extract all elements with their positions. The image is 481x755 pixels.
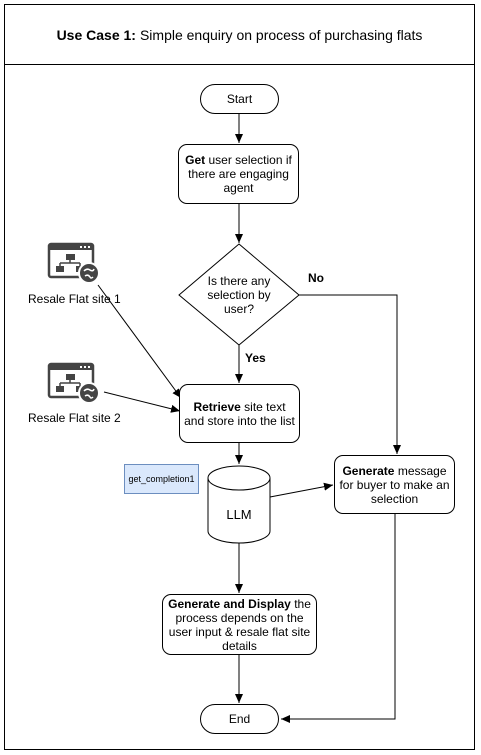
site-2-label: Resale Flat site 2 [28, 411, 121, 425]
get-completion-label: get_completion1 [128, 474, 195, 484]
generate-message-text: Generate message for buyer to make an se… [339, 463, 450, 506]
decision-text: Is there any selection by user? [196, 274, 282, 316]
edge-decision-no [299, 294, 401, 454]
get-selection-text: Get user selection if there are engaging… [185, 153, 292, 195]
edge-llm-generate-msg [269, 482, 334, 498]
end-node: End [200, 704, 279, 734]
generate-message-node: Generate message for buyer to make an se… [334, 455, 455, 514]
generate-display-node: Generate and Display the process depends… [162, 594, 317, 655]
sitemap-web-icon [47, 362, 100, 404]
edge-site1-retrieve [97, 284, 182, 399]
llm-node: LLM [208, 500, 270, 530]
decision-diamond [178, 243, 300, 346]
get-completion-tag: get_completion1 [124, 464, 199, 494]
sitemap-web-icon [47, 242, 100, 284]
start-node: Start [200, 84, 279, 114]
edge-label-yes: Yes [245, 351, 266, 365]
title-bold: Use Case 1: [56, 26, 136, 43]
title-text: Simple enquiry on process of purchasing … [139, 26, 423, 43]
retrieve-text: Retrieve site text and store into the li… [184, 399, 295, 428]
retrieve-node: Retrieve site text and store into the li… [179, 384, 300, 443]
edge-label-no: No [308, 271, 324, 285]
decision-label: Is there any selection by user? [207, 274, 271, 316]
edge-site2-retrieve [103, 391, 181, 413]
llm-database-icon [207, 465, 271, 544]
end-label: End [228, 712, 251, 726]
generate-display-text: Generate and Display the process depends… [168, 596, 311, 653]
edge-generate-msg-end [281, 514, 396, 723]
site-1-label: Resale Flat site 1 [28, 292, 121, 306]
start-label: Start [226, 92, 253, 106]
get-selection-node: Get user selection if there are engaging… [178, 144, 299, 204]
llm-label: LLM [226, 507, 252, 522]
page-title: Use Case 1: Simple enquiry on process of… [4, 4, 475, 65]
